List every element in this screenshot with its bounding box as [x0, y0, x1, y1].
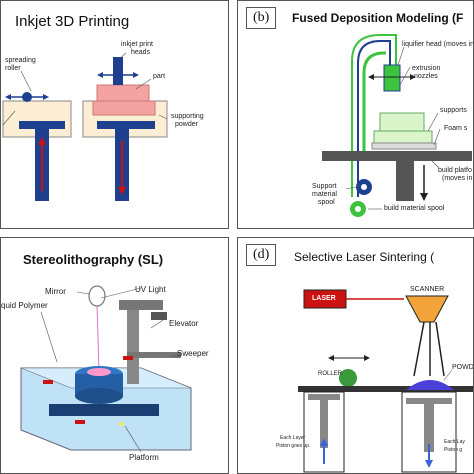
- label-powder: powder: [175, 121, 198, 128]
- panel-b-tag: (b): [246, 7, 277, 29]
- panel-d-title: Selective Laser Sintering (: [294, 250, 435, 264]
- panel-selective-laser-sintering: (d) Selective Laser Sintering ( LASER SC…: [237, 237, 474, 474]
- build-filament: [357, 40, 391, 197]
- label-piston-goes-up: Piston goes up.: [276, 443, 311, 449]
- label-sweeper: Sweeper: [177, 349, 209, 358]
- platform-column: [396, 161, 414, 201]
- label-roller: ROLLER: [318, 371, 343, 377]
- liquifier-head: [383, 64, 401, 92]
- panel-b-title: Fused Deposition Modeling (F: [292, 11, 464, 25]
- label-part: part: [153, 73, 166, 80]
- sweeper: [127, 352, 181, 358]
- build-platform: [322, 151, 472, 161]
- panel-a-title: Inkjet 3D Printing: [15, 13, 130, 30]
- label-piston-2: Piston g: [444, 447, 463, 453]
- sintered-part: [406, 380, 454, 390]
- panel-inkjet-3d-printing: Inkjet 3D Printing spreading: [0, 0, 229, 229]
- support-filament: [362, 51, 386, 151]
- label-scanner: SCANNER: [410, 286, 445, 293]
- label-nozzles: nozzles: [414, 73, 438, 80]
- label-liquifier-head: liquifier head (moves in X and: [402, 41, 474, 48]
- label-material: material: [312, 191, 337, 198]
- label-spool: spool: [318, 199, 335, 206]
- fdm-supports: [373, 130, 433, 144]
- label-each-layer-2: Each Lay: [444, 439, 465, 445]
- sls-roller: [339, 369, 357, 387]
- sls-diagram: [298, 289, 473, 473]
- right-piston-top: [97, 121, 155, 129]
- label-build-material-spool: build material spool: [384, 205, 445, 212]
- label-elevator: Elevator: [169, 319, 199, 328]
- label-mirror: Mirror: [45, 287, 66, 296]
- label-supports: supports: [440, 107, 467, 114]
- sla-diagram: [20, 285, 192, 453]
- label-powder: POWDE: [452, 364, 474, 371]
- label-platform: Platform: [129, 453, 159, 462]
- sla-platform: [49, 404, 159, 416]
- label-heads: heads: [131, 49, 151, 56]
- label-liquid-polymer: quid Polymer: [1, 301, 48, 310]
- inkjet-diagram: [2, 52, 168, 201]
- label-roller: roller: [5, 65, 21, 72]
- inkjet-head: [113, 57, 123, 85]
- label-uv-light: UV Light: [135, 285, 166, 294]
- left-piston-top: [19, 121, 65, 129]
- label-inkjet-print: inkjet print: [121, 41, 153, 48]
- label-build-platform: build platfo: [438, 167, 472, 174]
- label-each-layer: Each Layer: [280, 435, 306, 441]
- fdm-diagram: [322, 34, 472, 217]
- label-support: Support: [312, 183, 337, 190]
- foam-base: [371, 142, 437, 150]
- panel-c-title: Stereolithography (SL): [23, 252, 164, 267]
- label-spreading: spreading: [5, 57, 36, 64]
- scanner: [405, 295, 449, 323]
- panel-fused-deposition-modeling: (b) Fused Deposition Modeling (F: [237, 0, 474, 229]
- label-foam: Foam s: [444, 125, 468, 132]
- mirror: [88, 285, 106, 307]
- elevator-column: [127, 304, 139, 384]
- printed-part: [96, 84, 150, 104]
- printed-part-base: [92, 100, 156, 116]
- label-laser: LASER: [312, 295, 336, 302]
- label-moves-in: (moves in: [442, 175, 473, 182]
- panel-d-tag: (d): [246, 244, 277, 266]
- label-supporting: supporting: [171, 113, 204, 120]
- panel-stereolithography: Stereolithography (SL) Mirror UV: [0, 237, 229, 474]
- label-extrusion: extrusion: [412, 65, 441, 72]
